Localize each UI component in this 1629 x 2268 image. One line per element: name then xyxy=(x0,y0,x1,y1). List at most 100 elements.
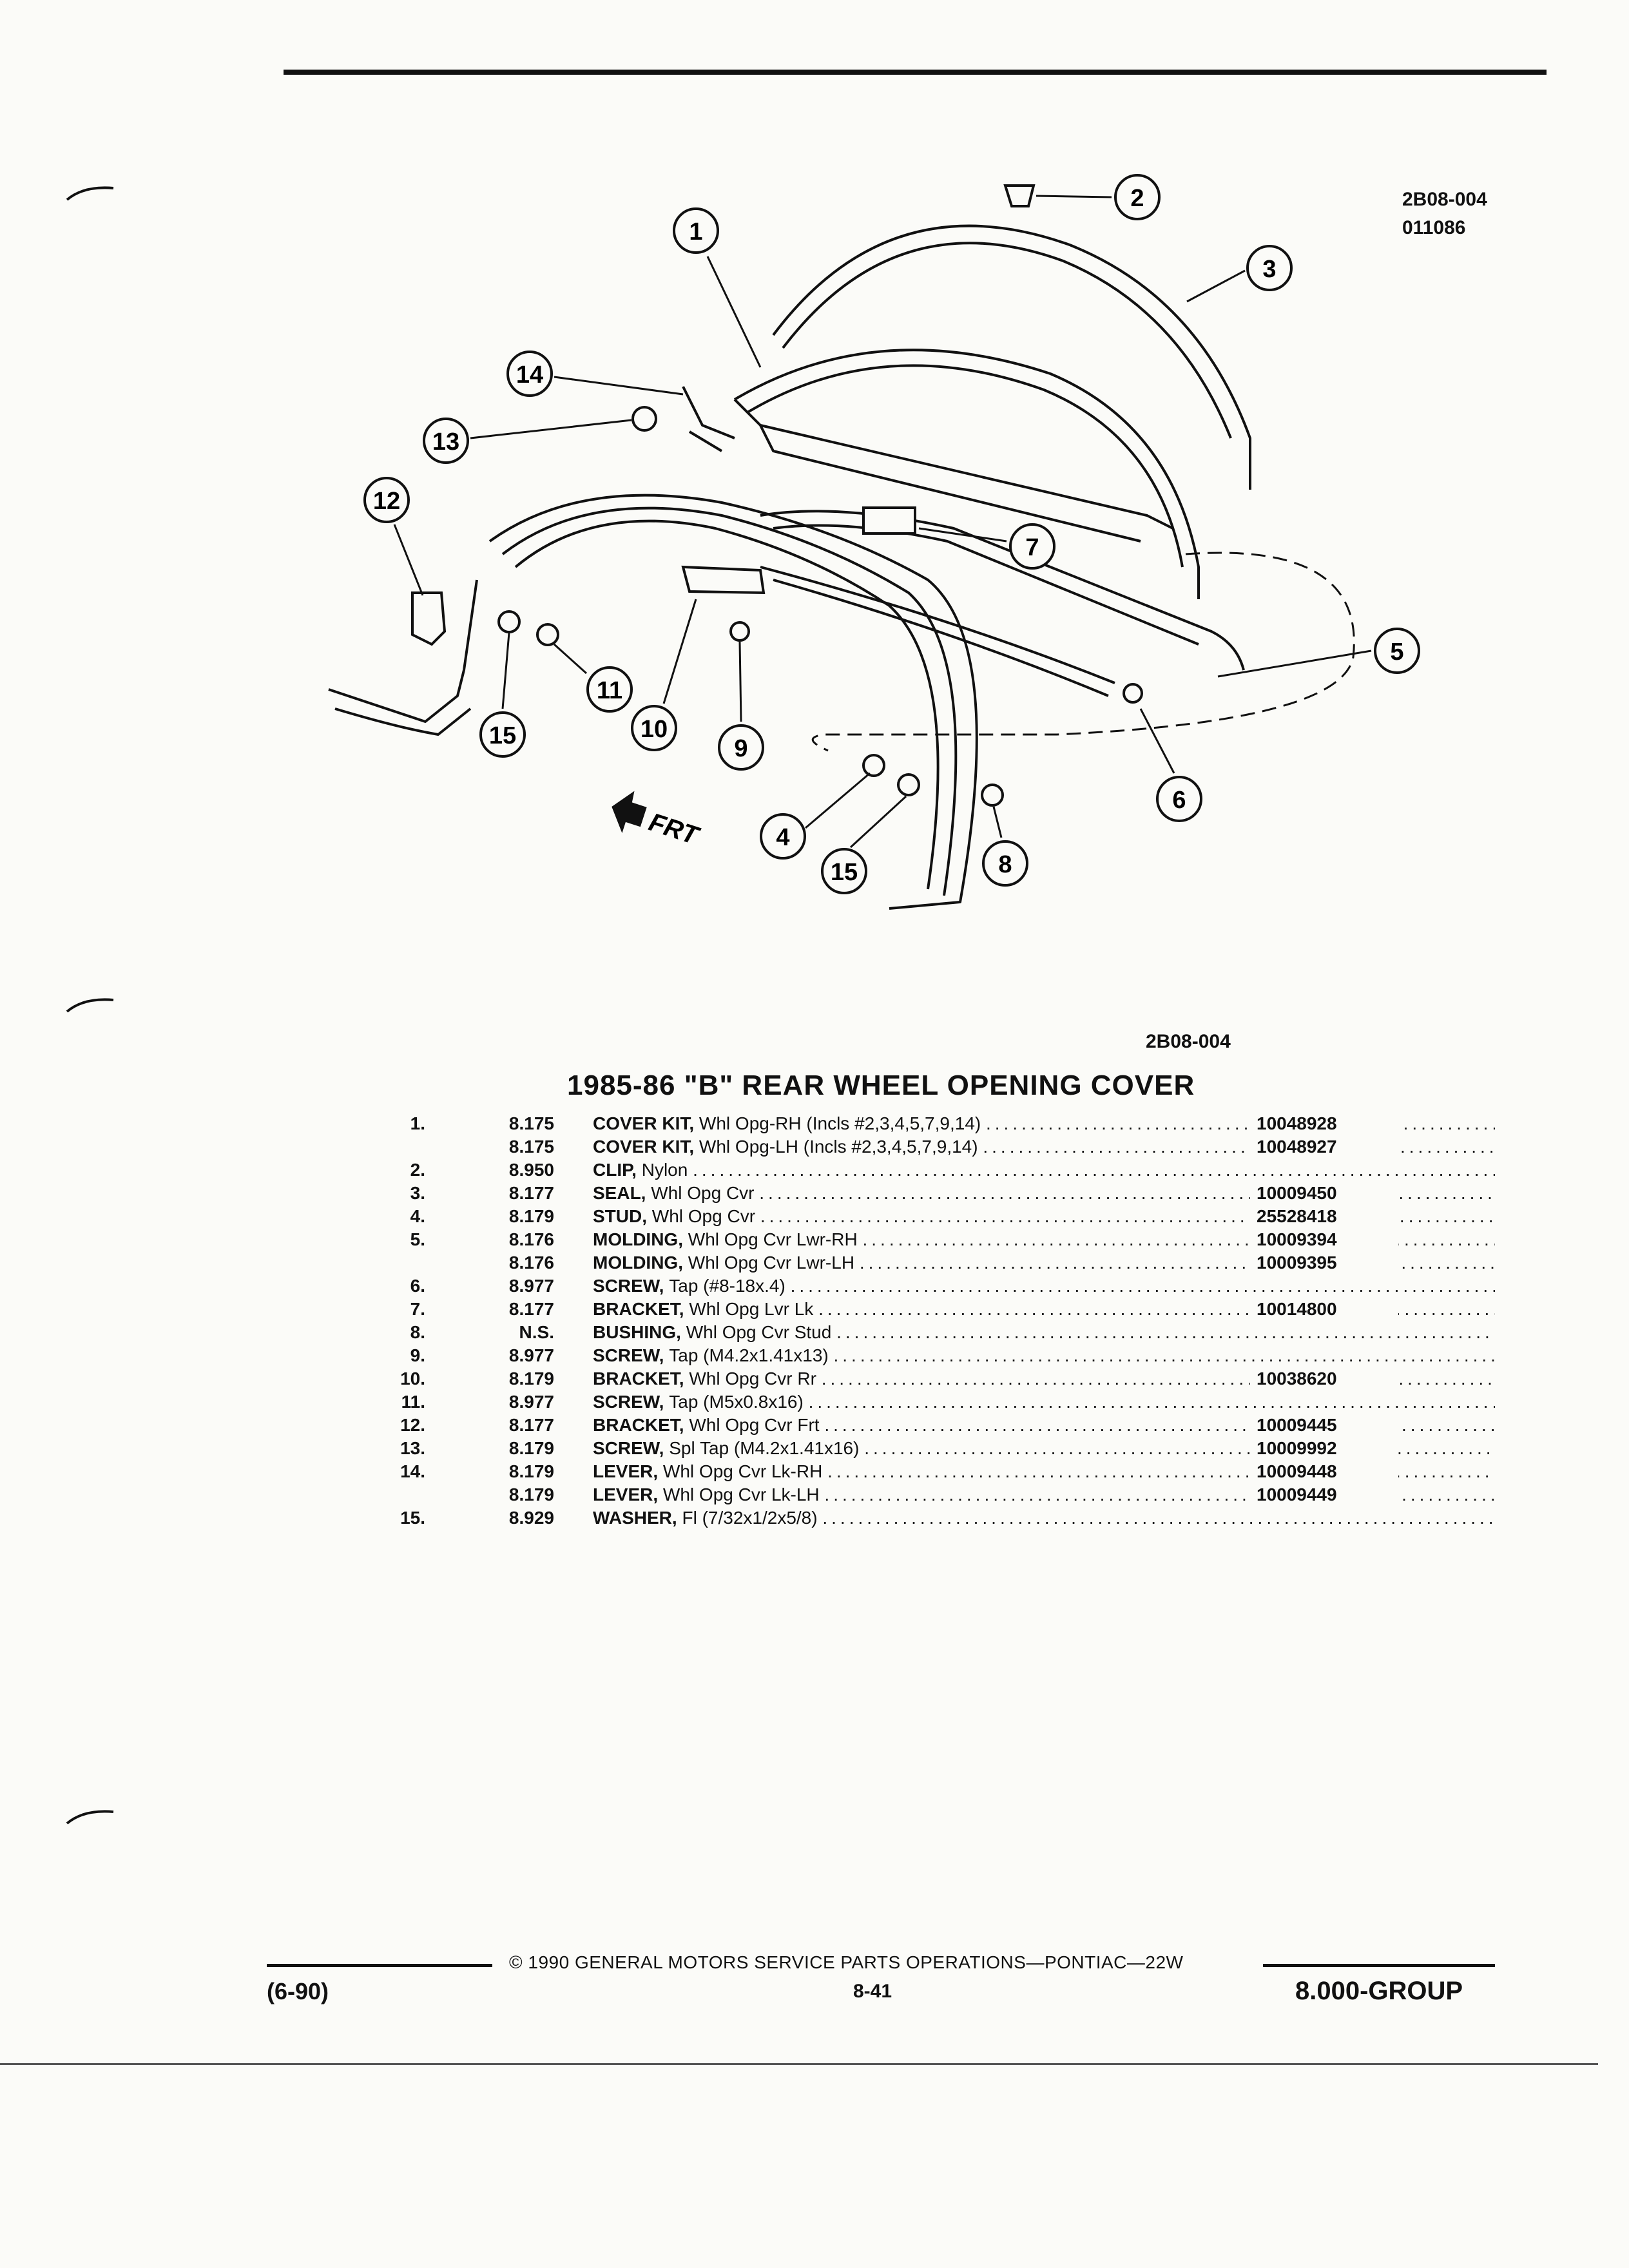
callout-15a: 15 xyxy=(479,711,526,758)
leader-12 xyxy=(393,524,424,596)
dot-leader: ........................................… xyxy=(836,1322,1495,1342)
part-detail: Whl Opg-RH (Incls #2,3,4,5,7,9,14) xyxy=(699,1113,981,1133)
part-number: 10048928 xyxy=(1250,1113,1398,1134)
rear-bracket-part xyxy=(681,565,766,595)
front-bracket-part xyxy=(411,591,447,646)
callout-10: 10 xyxy=(631,705,677,751)
svg-text:13: 13 xyxy=(432,428,459,456)
svg-text:2: 2 xyxy=(1130,185,1144,212)
part-name: COVER KIT, xyxy=(593,1137,695,1157)
part-name: BRACKET, xyxy=(593,1299,684,1319)
item-number: 11. xyxy=(401,1392,425,1412)
rocker-panel-part xyxy=(328,579,478,736)
svg-text:1: 1 xyxy=(689,218,702,245)
cover-flange-part xyxy=(733,398,1173,543)
item-number: 4. xyxy=(410,1206,425,1226)
part-name: MOLDING, xyxy=(593,1253,683,1273)
item-number: 13. xyxy=(400,1438,425,1458)
item-number: 7. xyxy=(410,1299,425,1319)
revision-date: (6-90) xyxy=(267,1978,329,2004)
part-description: WASHER, Fl (7/32x1/2x5/8) ..............… xyxy=(593,1508,1495,1528)
callout-6: 6 xyxy=(1156,776,1202,822)
leader-11 xyxy=(553,643,588,675)
item-number: 6. xyxy=(410,1276,425,1296)
molding-part xyxy=(760,510,1245,671)
item-number: 15. xyxy=(400,1508,425,1528)
part-name: SCREW, xyxy=(593,1276,664,1296)
leader-4 xyxy=(805,772,871,829)
body-panel-outline xyxy=(811,552,1355,752)
part-name: SCREW, xyxy=(593,1345,664,1365)
part-detail: Tap (M5x0.8x16) xyxy=(669,1392,804,1412)
binder-mark-middle xyxy=(66,998,114,1013)
group-number: 8.929 xyxy=(508,1508,554,1528)
part-number: 10014800 xyxy=(1250,1299,1398,1320)
svg-text:9: 9 xyxy=(734,735,747,762)
svg-text:12: 12 xyxy=(373,488,400,515)
svg-text:15: 15 xyxy=(831,859,858,886)
svg-text:14: 14 xyxy=(516,361,543,389)
screw-13-part xyxy=(631,406,657,432)
part-detail: Whl Opg Cvr Lk-LH xyxy=(662,1485,820,1504)
leader-3 xyxy=(1186,269,1246,303)
bushing-8-part xyxy=(981,783,1004,807)
screw-9-part xyxy=(729,621,750,642)
part-detail: Tap (#8-18x.4) xyxy=(669,1276,786,1296)
part-number: 10009394 xyxy=(1250,1229,1398,1250)
callout-15b: 15 xyxy=(821,848,867,894)
leader-1 xyxy=(706,256,762,368)
callout-1: 1 xyxy=(673,207,719,254)
svg-text:3: 3 xyxy=(1262,256,1276,283)
part-detail: Nylon xyxy=(641,1160,688,1180)
callout-4: 4 xyxy=(760,813,806,860)
molding-lower-part xyxy=(760,566,1115,697)
svg-text:8: 8 xyxy=(998,851,1012,878)
item-number: 9. xyxy=(410,1345,425,1365)
group-number: 8.177 xyxy=(508,1299,554,1319)
leader-7 xyxy=(918,527,1007,543)
leader-15a xyxy=(501,632,510,709)
part-detail: Whl Opg Cvr Lwr-RH xyxy=(688,1229,858,1249)
part-name: SEAL, xyxy=(593,1183,646,1203)
part-number: 25528418 xyxy=(1250,1206,1398,1227)
front-direction-indicator: FRT xyxy=(612,791,704,851)
leader-15b xyxy=(849,795,907,849)
item-number: 14. xyxy=(400,1461,425,1481)
front-label: FRT xyxy=(646,808,704,851)
item-number: 8. xyxy=(410,1322,425,1342)
callout-8: 8 xyxy=(982,840,1028,887)
parts-row: 15. 8.929 WASHER, Fl (7/32x1/2x5/8) ......… xyxy=(361,1508,1495,1531)
part-number: 10009448 xyxy=(1250,1461,1398,1482)
group-number: 8.179 xyxy=(508,1369,554,1389)
svg-text:5: 5 xyxy=(1390,639,1403,666)
part-detail: Fl (7/32x1/2x5/8) xyxy=(682,1508,818,1528)
part-name: SCREW, xyxy=(593,1392,664,1412)
part-name: BRACKET, xyxy=(593,1369,684,1389)
group-number: 8.950 xyxy=(508,1160,554,1180)
page-number: 8-41 xyxy=(853,1981,892,2002)
item-number: 1. xyxy=(410,1113,425,1133)
part-detail: Spl Tap (M4.2x1.41x16) xyxy=(669,1438,860,1458)
dot-leader: ........................................… xyxy=(986,1113,1495,1133)
part-detail: Whl Opg Cvr Lwr-LH xyxy=(688,1253,855,1273)
binder-mark-bottom xyxy=(66,1810,114,1825)
dot-leader: ........................................… xyxy=(822,1508,1495,1528)
callout-3: 3 xyxy=(1246,245,1293,291)
dot-leader: ........................................… xyxy=(859,1253,1495,1273)
group-number: 8.176 xyxy=(508,1229,554,1249)
part-detail: Whl Opg Cvr Lk-RH xyxy=(662,1461,823,1481)
part-detail: Whl Opg Lvr Lk xyxy=(689,1299,814,1319)
part-name: WASHER, xyxy=(593,1508,677,1528)
group-number: 8.179 xyxy=(508,1206,554,1226)
part-name: LEVER, xyxy=(593,1461,659,1481)
part-detail: Tap (M4.2x1.41x13) xyxy=(669,1345,829,1365)
dot-leader: ........................................… xyxy=(983,1137,1495,1157)
